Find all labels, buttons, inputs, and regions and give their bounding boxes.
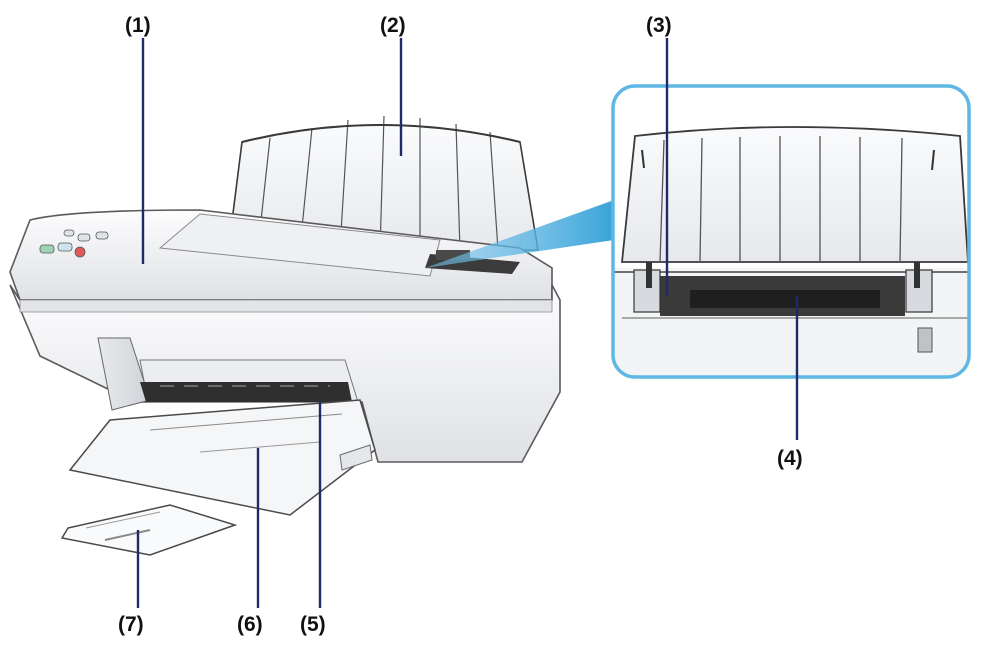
printer-illustration [9,115,561,556]
paper-support [227,115,539,254]
callout-4: (4) [777,447,803,470]
printer-body [9,284,561,463]
paper-guide-right [905,262,933,313]
document-cover [9,209,553,301]
callout-7: (7) [118,613,144,636]
callout-3: (3) [646,14,672,37]
callout-6: (6) [237,613,263,636]
output-tray [68,399,376,516]
zoom-frame [611,84,971,379]
output-tray-extension [60,504,238,556]
callout-1: (1) [125,14,151,37]
zoom-inset [611,84,971,379]
callout-5: (5) [300,613,326,636]
paper-guide-left [633,262,661,313]
zoom-wedge [425,200,614,268]
callout-2: (2) [380,14,406,37]
